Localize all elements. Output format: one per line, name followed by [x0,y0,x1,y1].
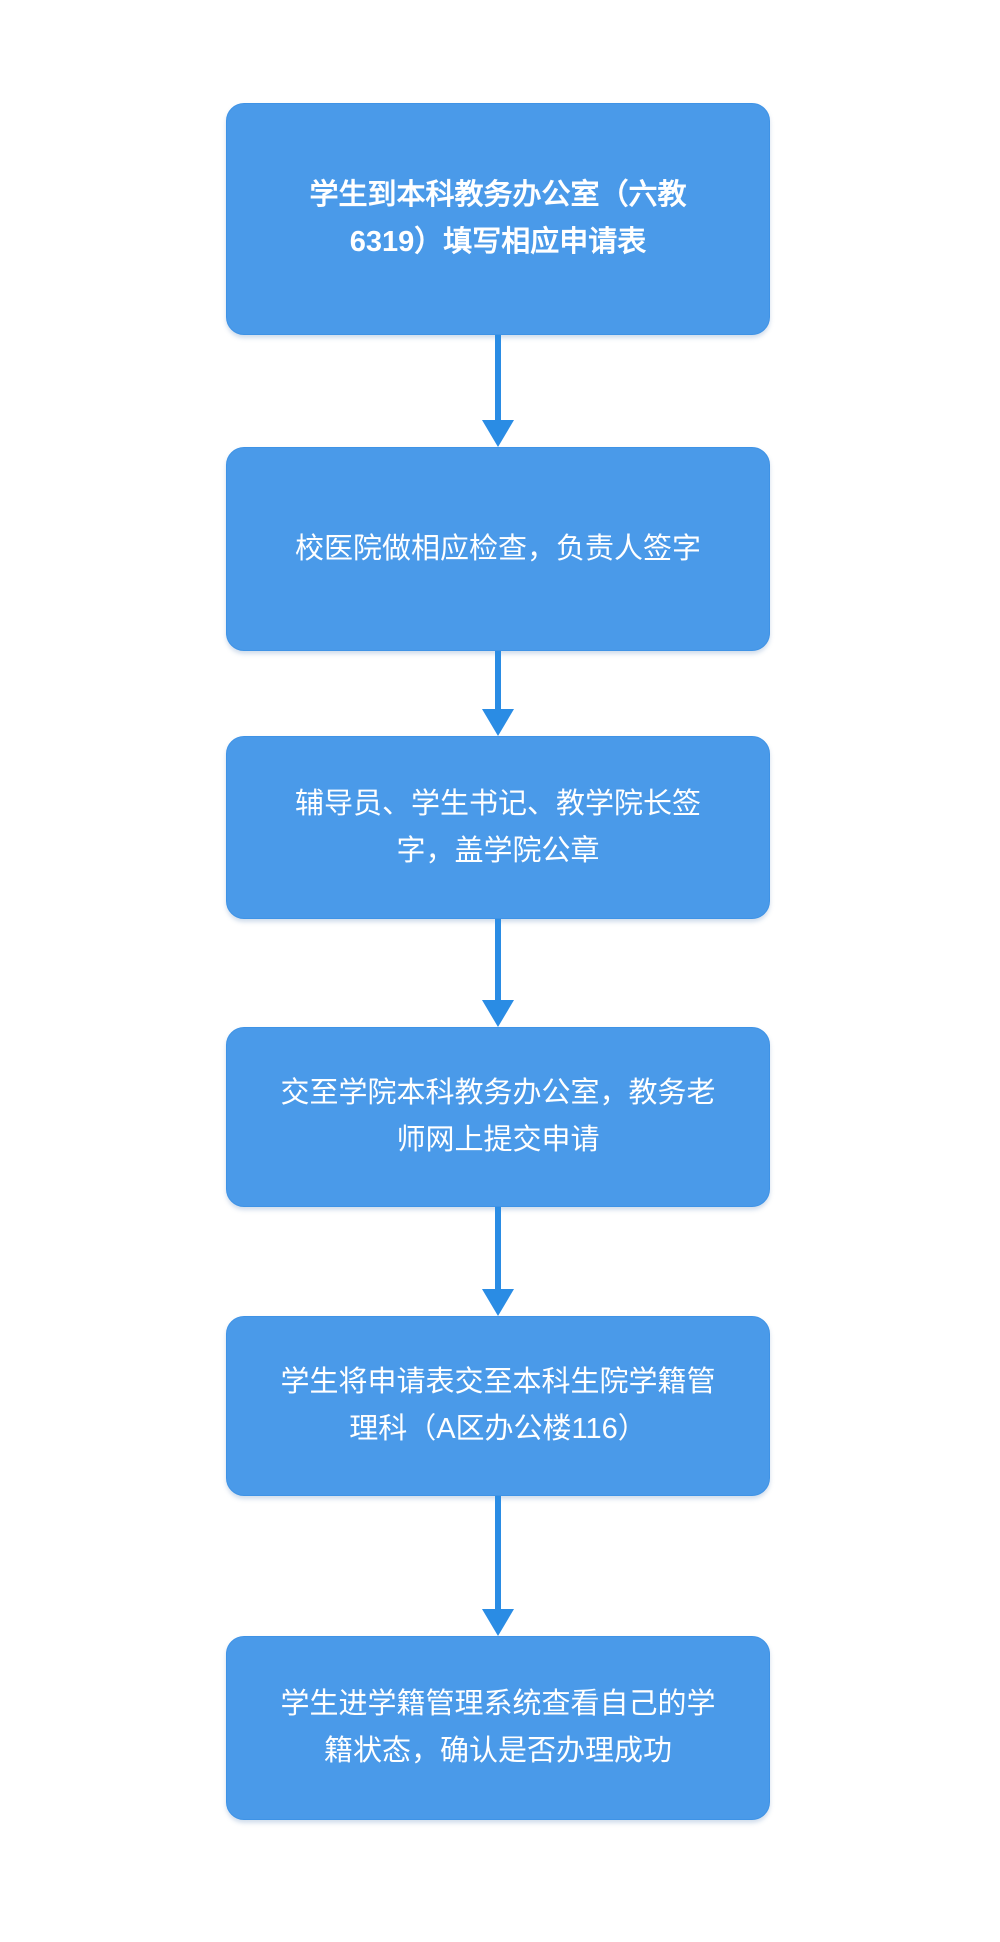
flow-step-1: 学生到本科教务办公室（六教 6319）填写相应申请表 [226,103,770,335]
flow-step-6: 学生进学籍管理系统查看自己的学 籍状态，确认是否办理成功 [226,1636,770,1820]
flow-step-3-label: 辅导员、学生书记、教学院长签 字，盖学院公章 [294,787,701,867]
arrow-shaft [495,335,501,420]
flowchart-canvas: 学生到本科教务办公室（六教 6319）填写相应申请表 校医院做相应检查，负责人签… [226,0,770,1820]
flow-step-6-label: 学生进学籍管理系统查看自己的学 籍状态，确认是否办理成功 [280,1688,716,1767]
flow-step-3: 辅导员、学生书记、教学院长签 字，盖学院公章 [226,736,770,919]
arrow-head [482,1289,514,1316]
arrow-head [482,1000,514,1027]
arrow-down-icon [226,919,770,1027]
arrow-head [482,420,514,447]
arrow-down-icon [226,1207,770,1316]
arrow-down-icon [226,651,770,736]
arrow-down-icon [226,335,770,447]
arrow-shaft [495,919,501,1000]
arrow-shaft [495,651,501,709]
arrow-head [482,1609,514,1636]
flow-step-5: 学生将申请表交至本科生院学籍管 理科（A区办公楼116） [226,1316,770,1496]
flow-step-4-label: 交至学院本科教务办公室，教务老 师网上提交申请 [280,1077,716,1156]
arrow-down-icon [226,1496,770,1636]
flow-step-4: 交至学院本科教务办公室，教务老 师网上提交申请 [226,1027,770,1207]
flow-step-5-label: 学生将申请表交至本科生院学籍管 理科（A区办公楼116） [280,1366,716,1445]
flow-step-2-label: 校医院做相应检查，负责人签字 [294,532,701,565]
flow-step-1-label: 学生到本科教务办公室（六教 6319）填写相应申请表 [309,179,687,258]
arrow-shaft [495,1207,501,1289]
flow-step-2: 校医院做相应检查，负责人签字 [226,447,770,651]
arrow-shaft [495,1496,501,1609]
arrow-head [482,709,514,736]
